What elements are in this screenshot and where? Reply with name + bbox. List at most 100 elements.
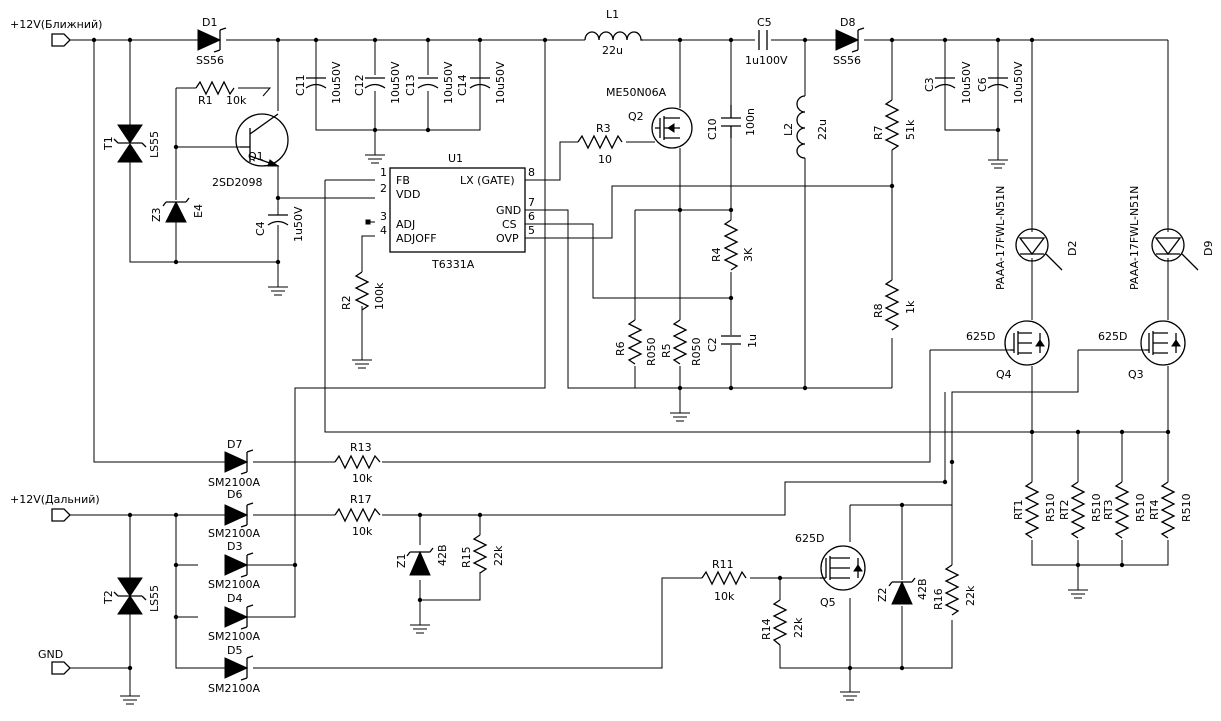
svg-text:3: 3 <box>380 210 387 223</box>
svg-text:R5: R5 <box>660 343 673 358</box>
capacitor-c12: C12 10u50V <box>353 61 402 104</box>
svg-text:1u50V: 1u50V <box>292 206 305 242</box>
svg-text:D3: D3 <box>227 540 242 553</box>
capacitor-c10: C10 100n <box>706 105 757 140</box>
svg-text:SS56: SS56 <box>196 54 224 67</box>
svg-text:D2: D2 <box>1066 241 1079 256</box>
svg-text:R14: R14 <box>760 618 773 640</box>
svg-text:OVP: OVP <box>496 232 519 245</box>
capacitor-c14: C14 10u50V <box>456 61 507 104</box>
svg-text:2SD2098: 2SD2098 <box>212 176 262 189</box>
svg-text:RT1: RT1 <box>1012 499 1025 520</box>
svg-text:D8: D8 <box>840 16 855 29</box>
svg-text:R510: R510 <box>1090 493 1103 522</box>
svg-text:1u100V: 1u100V <box>745 54 788 67</box>
svg-text:CS: CS <box>502 218 517 231</box>
svg-text:10u50V: 10u50V <box>494 61 507 104</box>
capacitor-c13: C13 10u50V <box>404 61 455 104</box>
svg-text:Z3: Z3 <box>150 207 163 222</box>
svg-text:LS55: LS55 <box>148 131 161 158</box>
svg-text:T2: T2 <box>102 590 115 605</box>
svg-text:RT4: RT4 <box>1148 499 1161 520</box>
svg-text:R15: R15 <box>460 546 473 568</box>
svg-text:GND: GND <box>496 204 521 217</box>
diode-d8: D8 SS56 <box>833 16 865 67</box>
svg-text:R6: R6 <box>614 341 627 356</box>
diode-d4: D4 SM2100A <box>208 592 260 643</box>
svg-text:1k: 1k <box>904 300 917 314</box>
svg-text:SS56: SS56 <box>833 54 861 67</box>
svg-text:10u50V: 10u50V <box>960 61 973 104</box>
resistor-r3: R3 10 <box>577 122 623 166</box>
mosfet-q2: Q2 ME50N06A <box>606 86 693 149</box>
svg-text:FB: FB <box>396 174 410 187</box>
port-12v-near: +12V(Ближний) <box>10 18 102 47</box>
svg-text:10k: 10k <box>352 525 373 538</box>
svg-text:+12V(Дальний): +12V(Дальний) <box>10 493 100 506</box>
svg-text:10u50V: 10u50V <box>442 61 455 104</box>
svg-text:T1: T1 <box>102 136 115 151</box>
svg-text:R16: R16 <box>932 588 945 610</box>
svg-text:22u: 22u <box>816 119 829 140</box>
resistor-r15: R15 22k <box>460 534 505 574</box>
svg-text:Q3: Q3 <box>1128 368 1144 381</box>
svg-text:R4: R4 <box>710 247 723 262</box>
svg-text:SM2100A: SM2100A <box>208 578 260 591</box>
svg-text:22u: 22u <box>602 44 623 57</box>
svg-text:C13: C13 <box>404 74 417 96</box>
svg-text:C6: C6 <box>976 77 989 92</box>
inductor-l1: L1 22u <box>584 8 643 57</box>
svg-text:10u50V: 10u50V <box>1012 61 1025 104</box>
svg-text:5: 5 <box>528 224 535 237</box>
tvs-t1: T1 LS55 <box>102 124 161 163</box>
svg-text:L2: L2 <box>782 123 795 136</box>
mosfet-q4: Q4 625D <box>966 320 1050 381</box>
svg-text:C5: C5 <box>757 16 772 29</box>
svg-text:R11: R11 <box>712 558 734 571</box>
svg-text:C3: C3 <box>923 77 936 92</box>
port-12v-far: +12V(Дальний) <box>10 493 100 522</box>
svg-text:22k: 22k <box>792 617 805 638</box>
svg-text:2: 2 <box>380 182 387 195</box>
mosfet-q3: Q3 625D <box>1098 320 1186 381</box>
capacitor-c4: C4 1u50V <box>254 206 305 242</box>
svg-text:42B: 42B <box>916 578 929 600</box>
svg-text:10k: 10k <box>714 590 735 603</box>
svg-text:E4: E4 <box>192 204 205 218</box>
svg-text:D7: D7 <box>227 438 242 451</box>
svg-text:100n: 100n <box>744 108 757 136</box>
svg-text:625D: 625D <box>966 330 995 343</box>
resistor-rt1: RT1 R510 <box>1012 481 1057 539</box>
svg-text:PAAA-17FWL-N51N: PAAA-17FWL-N51N <box>994 186 1007 290</box>
svg-text:51k: 51k <box>904 119 917 140</box>
svg-text:10k: 10k <box>352 472 373 485</box>
svg-text:Q5: Q5 <box>820 596 836 609</box>
svg-text:R1: R1 <box>198 94 213 107</box>
svg-text:D5: D5 <box>227 644 242 657</box>
svg-text:U1: U1 <box>448 152 463 165</box>
svg-text:C10: C10 <box>706 118 719 140</box>
svg-text:10k: 10k <box>226 94 247 107</box>
resistor-r8: R8 1k <box>872 279 917 331</box>
svg-text:8: 8 <box>528 166 535 179</box>
resistor-r7: R7 51k <box>872 99 917 151</box>
inductor-l2: L2 22u <box>782 95 829 159</box>
svg-text:C2: C2 <box>706 337 719 352</box>
wires <box>70 39 1169 696</box>
svg-text:L1: L1 <box>606 8 619 21</box>
svg-text:R8: R8 <box>872 303 885 318</box>
diode-d5: D5 SM2100A <box>208 644 260 695</box>
svg-text:D4: D4 <box>227 592 242 605</box>
ic-u1: U1 T6331A FB VDD ADJ ADJOFF LX (GATE) GN… <box>365 152 535 271</box>
resistor-r11: R11 10k <box>701 558 747 603</box>
svg-text:1: 1 <box>380 166 387 179</box>
svg-text:LX (GATE): LX (GATE) <box>460 174 515 187</box>
capacitor-c3: C3 10u50V <box>923 61 973 104</box>
svg-text:R510: R510 <box>1134 493 1147 522</box>
resistor-r17: R17 10k <box>334 493 381 538</box>
ground-symbols <box>120 150 1088 705</box>
capacitor-c5: C5 1u100V <box>745 16 788 67</box>
resistor-r5: R5 R050 <box>660 319 703 366</box>
svg-text:+12V(Ближний): +12V(Ближний) <box>10 18 102 31</box>
svg-text:10u50V: 10u50V <box>330 61 343 104</box>
